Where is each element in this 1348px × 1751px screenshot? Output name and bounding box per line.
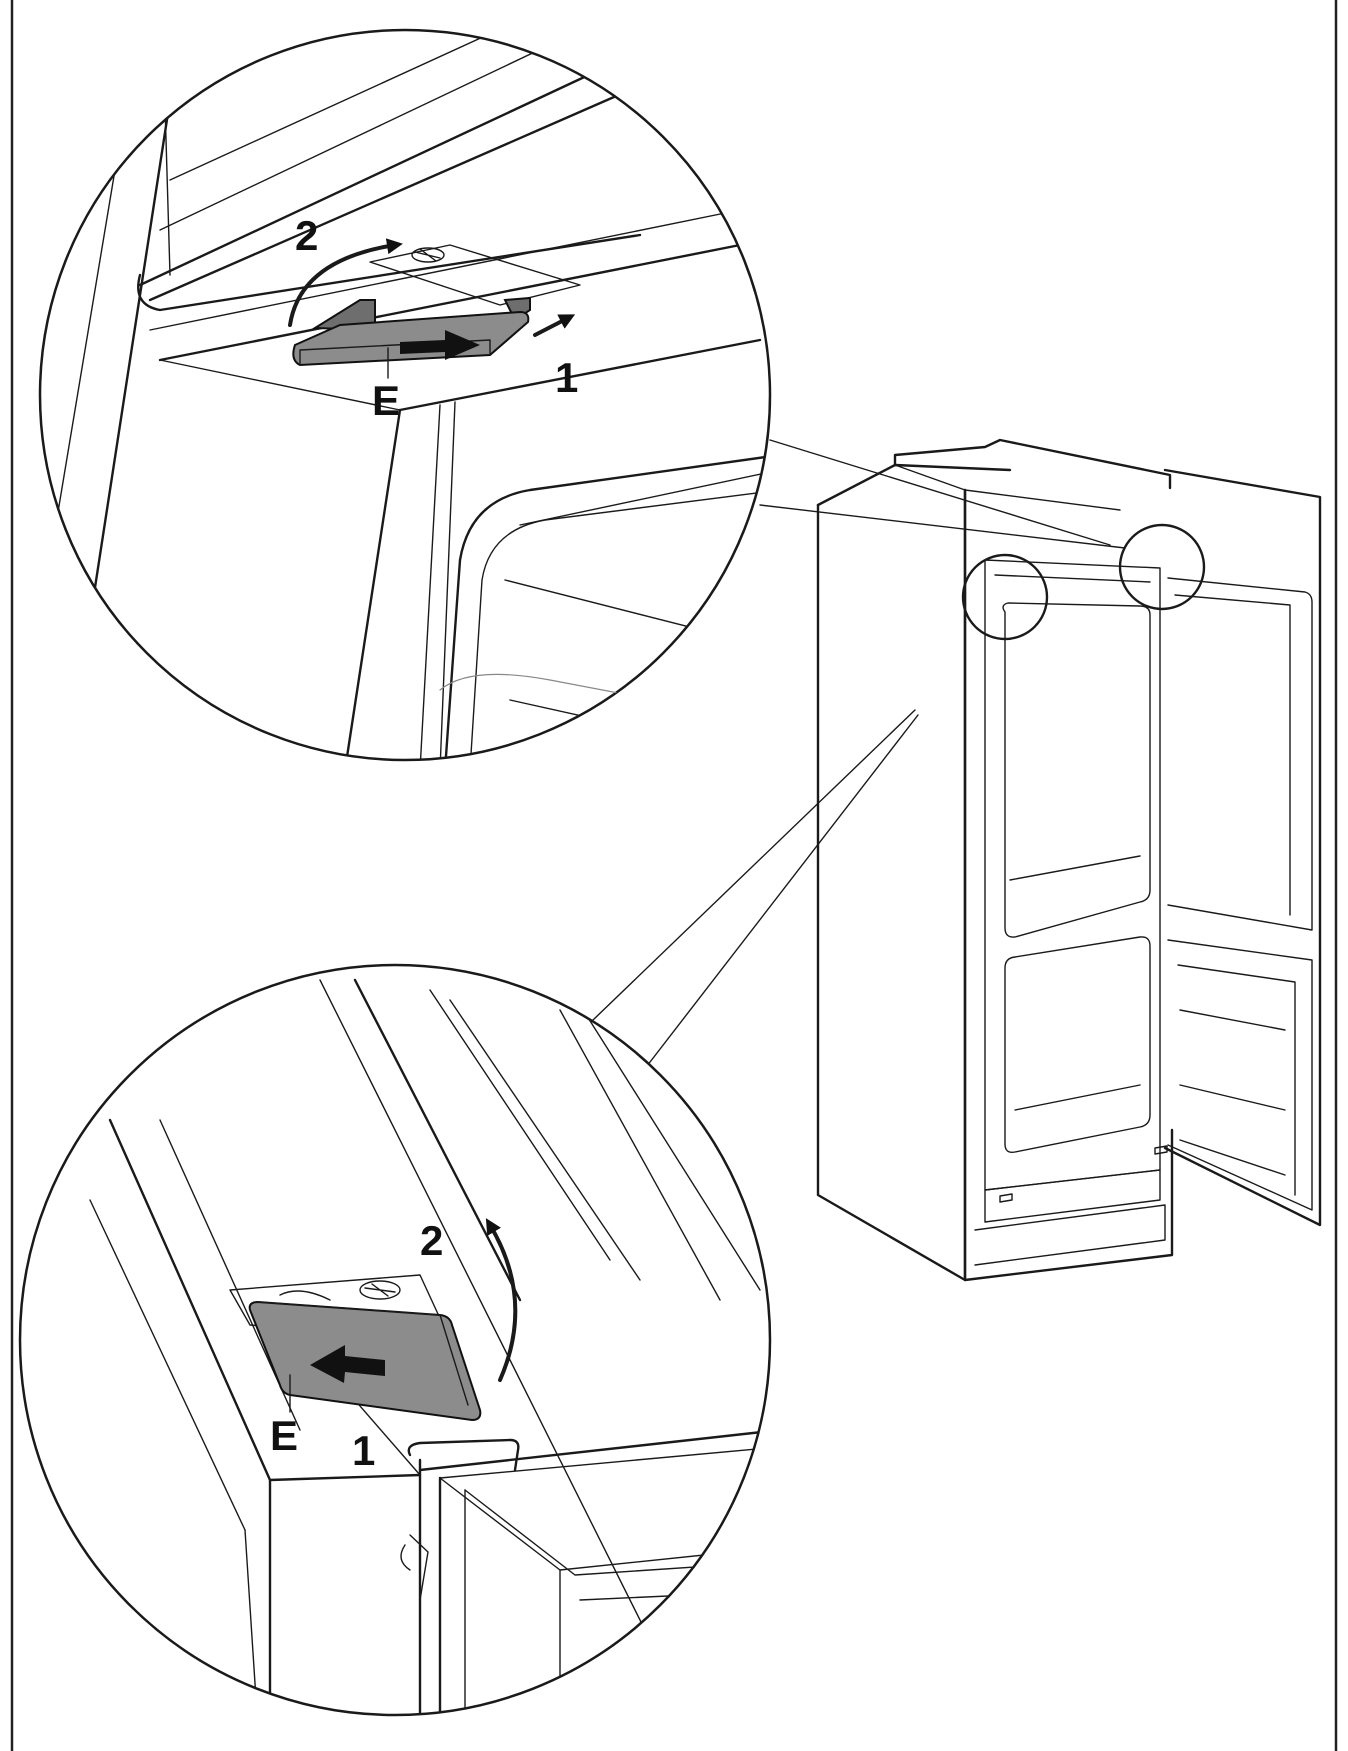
callout-top-part-e: E [372, 377, 400, 424]
arrow-left-icon [310, 1345, 385, 1383]
callout-connectors [592, 439, 1126, 1076]
refrigerator-illustration [816, 438, 1322, 1282]
callout-top-step-2: 2 [295, 212, 318, 259]
curved-arrow-icon [288, 238, 403, 327]
curved-arrow-icon [485, 1218, 518, 1382]
detail-circle-right [1118, 523, 1206, 611]
detail-view-bottom: 2 1 E [18, 963, 772, 1717]
cover-part-e-top [292, 310, 530, 367]
arrow-right-icon [533, 314, 576, 337]
detail-view-top: 2 1 E [38, 28, 772, 762]
callout-bottom-part-e: E [270, 1412, 298, 1459]
callout-top-step-1: 1 [555, 354, 578, 401]
callout-bottom-step-1: 1 [352, 1427, 375, 1474]
detail-circle-left [961, 553, 1049, 641]
callout-bottom-step-2: 2 [420, 1217, 443, 1264]
arrow-right-icon [400, 330, 480, 360]
